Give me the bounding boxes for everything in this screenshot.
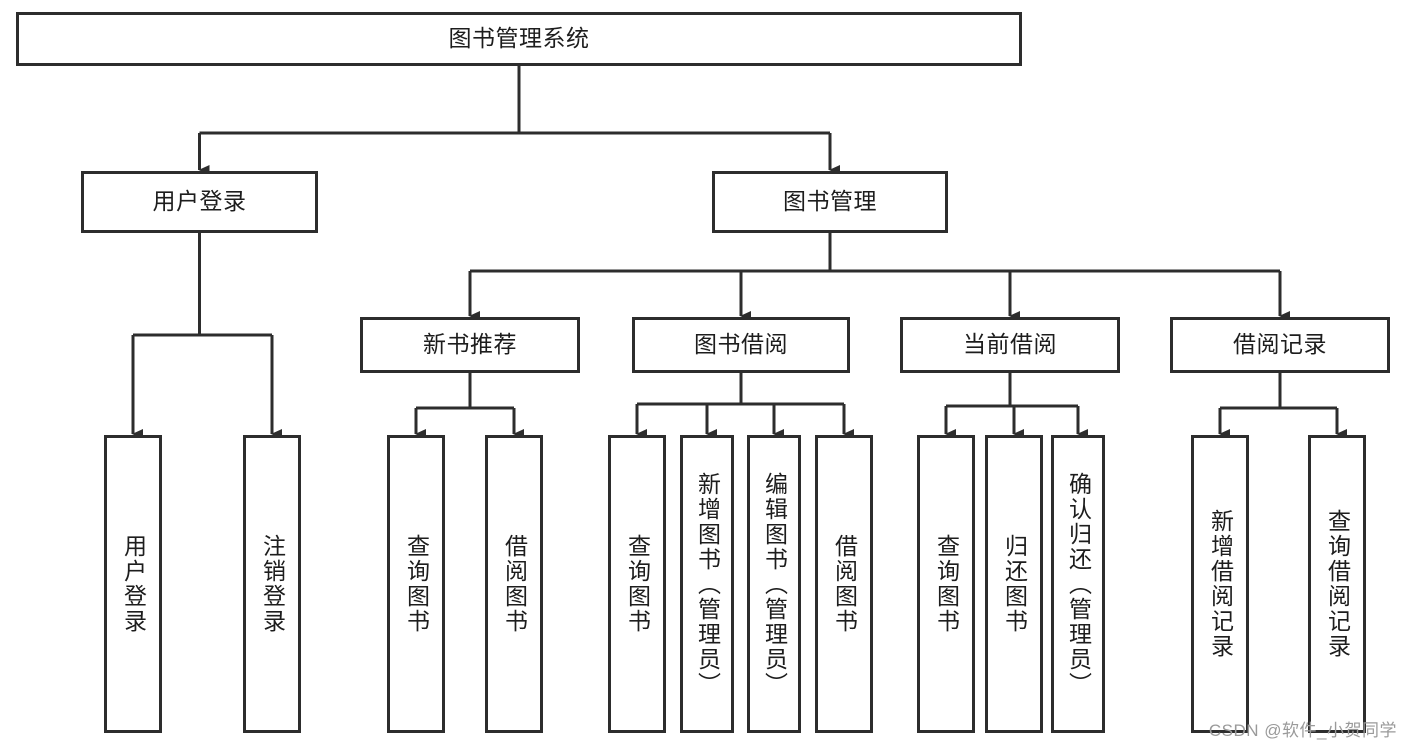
node-label: 当前借阅 [963, 331, 1057, 358]
node-root[interactable]: 图书管理系统 [16, 12, 1022, 66]
node-leaf-user-login[interactable]: 用户登录 [104, 435, 162, 733]
node-label: 查询借阅记录 [1324, 509, 1351, 659]
node-label: 用户登录 [152, 188, 247, 215]
node-leaf-query-book-borrow[interactable]: 查询图书 [608, 435, 666, 733]
node-label: 用户登录 [120, 534, 147, 634]
node-leaf-borrow-book-rec[interactable]: 借阅图书 [485, 435, 543, 733]
node-leaf-borrow-book[interactable]: 借阅图书 [815, 435, 873, 733]
node-leaf-query-book-current[interactable]: 查询图书 [917, 435, 975, 733]
node-label: 借阅图书 [831, 534, 858, 634]
node-borrow-record[interactable]: 借阅记录 [1170, 317, 1390, 373]
node-leaf-query-book-rec[interactable]: 查询图书 [387, 435, 445, 733]
node-leaf-user-logout[interactable]: 注销登录 [243, 435, 301, 733]
node-book-borrow[interactable]: 图书借阅 [632, 317, 850, 373]
node-label: 查询图书 [624, 534, 651, 634]
node-label: 确认归还（管理员） [1065, 471, 1092, 697]
node-label: 编辑图书（管理员） [761, 471, 788, 697]
node-label: 注销登录 [259, 534, 286, 634]
node-leaf-query-borrow-record[interactable]: 查询借阅记录 [1308, 435, 1366, 733]
node-leaf-confirm-return[interactable]: 确认归还（管理员） [1051, 435, 1105, 733]
node-leaf-return-book[interactable]: 归还图书 [985, 435, 1043, 733]
node-current-borrow[interactable]: 当前借阅 [900, 317, 1120, 373]
node-label: 新增借阅记录 [1207, 509, 1234, 659]
node-user-login[interactable]: 用户登录 [81, 171, 318, 233]
node-label: 新书推荐 [423, 331, 517, 358]
node-leaf-add-book[interactable]: 新增图书（管理员） [680, 435, 734, 733]
node-label: 查询图书 [933, 534, 960, 634]
node-label: 借阅记录 [1233, 331, 1327, 358]
node-label: 归还图书 [1001, 534, 1028, 634]
node-new-book-rec[interactable]: 新书推荐 [360, 317, 580, 373]
node-leaf-add-borrow-record[interactable]: 新增借阅记录 [1191, 435, 1249, 733]
node-label: 图书借阅 [694, 331, 788, 358]
node-label: 查询图书 [403, 534, 430, 634]
node-book-manage[interactable]: 图书管理 [712, 171, 948, 233]
node-label: 新增图书（管理员） [694, 471, 721, 697]
node-label: 图书管理 [783, 188, 877, 215]
node-leaf-edit-book[interactable]: 编辑图书（管理员） [747, 435, 801, 733]
connector-group [131, 66, 1347, 439]
node-label: 图书管理系统 [448, 25, 590, 52]
node-label: 借阅图书 [501, 534, 528, 634]
